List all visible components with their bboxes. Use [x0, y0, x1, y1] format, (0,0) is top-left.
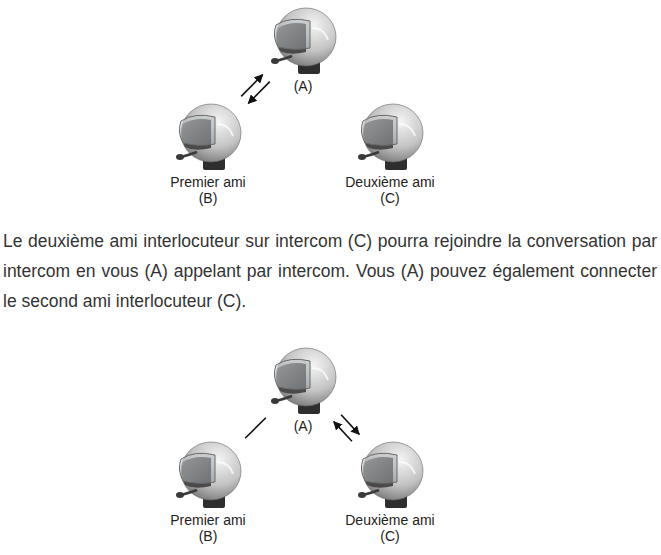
intercom-link	[334, 422, 352, 442]
rider-label: (C)	[380, 528, 399, 544]
rider-node: (A)	[266, 6, 340, 94]
helmet-icon	[268, 346, 338, 416]
rider-node: Premier ami(B)	[168, 102, 247, 206]
helmet-icon	[173, 102, 243, 172]
rider-label: Premier ami	[170, 512, 245, 528]
rider-label: Deuxième ami	[345, 512, 434, 528]
rider-label: (A)	[294, 78, 313, 94]
rider-label: (C)	[380, 190, 399, 206]
intercom-link	[245, 418, 266, 439]
helmet-icon	[355, 440, 425, 510]
rider-label: (A)	[294, 418, 313, 434]
rider-label: (B)	[199, 190, 218, 206]
helmet-icon	[355, 102, 425, 172]
helmet-icon	[173, 440, 243, 510]
rider-node: Deuxième ami(C)	[343, 102, 436, 206]
rider-label: Premier ami	[170, 174, 245, 190]
rider-label: (B)	[199, 528, 218, 544]
helmet-icon	[268, 6, 338, 76]
rider-node: (A)	[266, 346, 340, 434]
rider-node: Deuxième ami(C)	[343, 440, 436, 544]
body-text: Le deuxième ami interlocuteur sur interc…	[3, 226, 657, 316]
rider-node: Premier ami(B)	[168, 440, 247, 544]
intercom-link	[241, 75, 263, 97]
rider-label: Deuxième ami	[345, 174, 434, 190]
